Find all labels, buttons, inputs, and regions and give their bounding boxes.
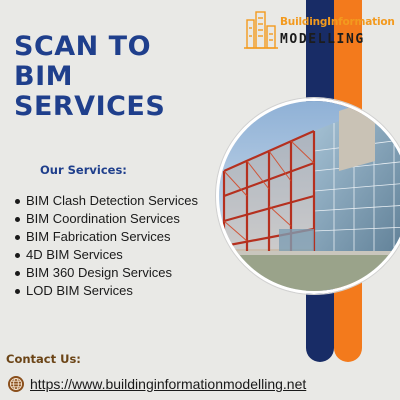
company-logo: BuildingInformation MODELLING bbox=[244, 10, 400, 54]
list-item: BIM Fabrication Services bbox=[14, 228, 198, 246]
list-item: 4D BIM Services bbox=[14, 246, 198, 264]
services-heading: Our Services: bbox=[40, 163, 127, 177]
building-illustration bbox=[219, 101, 400, 291]
services-list: BIM Clash Detection Services BIM Coordin… bbox=[14, 192, 198, 300]
bullet-icon bbox=[15, 253, 20, 258]
list-item: BIM Clash Detection Services bbox=[14, 192, 198, 210]
bullet-icon bbox=[15, 217, 20, 222]
service-label: BIM Coordination Services bbox=[26, 211, 180, 226]
logo-text-bottom: MODELLING bbox=[280, 32, 365, 47]
building-logo-icon bbox=[244, 11, 278, 49]
page-title: SCAN TO BIM SERVICES bbox=[14, 32, 214, 122]
building-photo bbox=[216, 98, 400, 294]
service-label: BIM Clash Detection Services bbox=[26, 193, 198, 208]
logo-text-top: BuildingInformation bbox=[280, 16, 395, 28]
service-label: 4D BIM Services bbox=[26, 247, 123, 262]
list-item: BIM Coordination Services bbox=[14, 210, 198, 228]
bullet-icon bbox=[15, 199, 20, 204]
globe-icon bbox=[8, 376, 24, 392]
title-line-3: SERVICES bbox=[14, 91, 166, 122]
service-label: LOD BIM Services bbox=[26, 283, 133, 298]
list-item: BIM 360 Design Services bbox=[14, 264, 198, 282]
bullet-icon bbox=[15, 271, 20, 276]
bullet-icon bbox=[15, 289, 20, 294]
service-label: BIM Fabrication Services bbox=[26, 229, 171, 244]
contact-label: Contact Us: bbox=[6, 352, 81, 366]
title-line-2: BIM bbox=[14, 61, 73, 92]
bullet-icon bbox=[15, 235, 20, 240]
title-line-1: SCAN TO bbox=[14, 31, 152, 62]
list-item: LOD BIM Services bbox=[14, 282, 198, 300]
website-link[interactable]: https://www.buildinginformationmodelling… bbox=[30, 376, 307, 392]
service-label: BIM 360 Design Services bbox=[26, 265, 172, 280]
